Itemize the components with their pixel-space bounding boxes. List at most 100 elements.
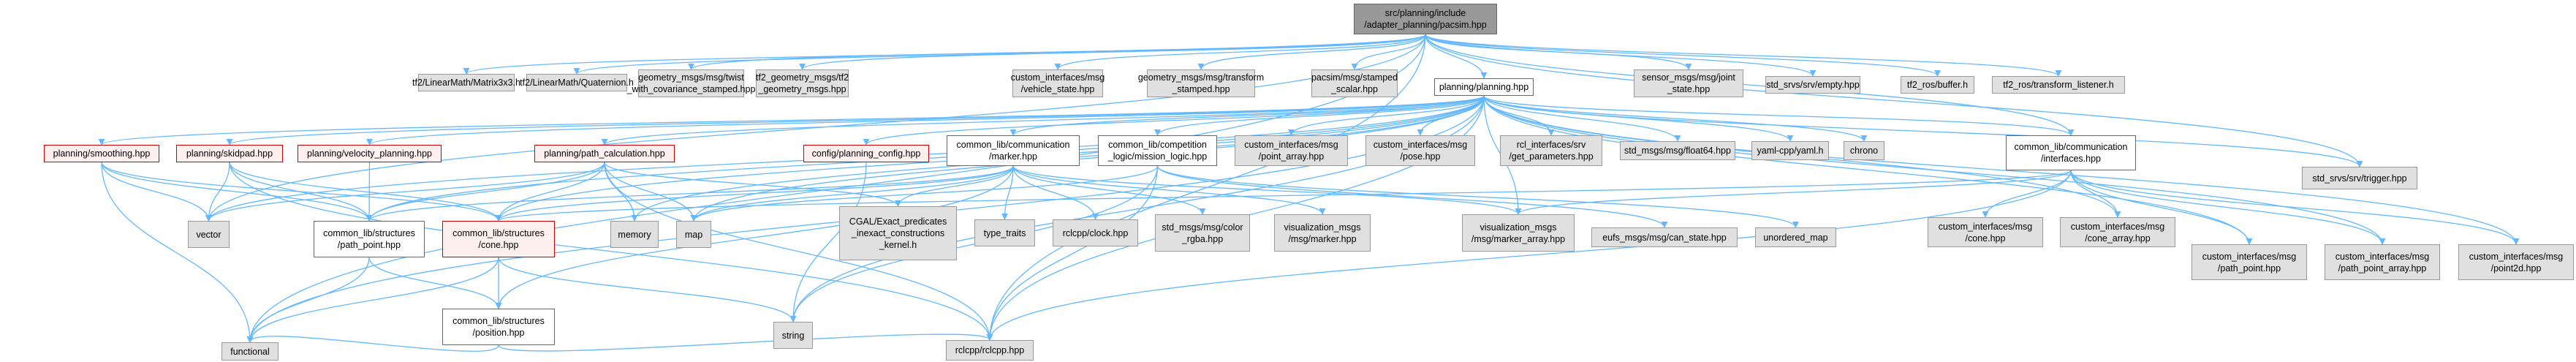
node-stamped-scalar[interactable]: pacsim/msg/stamped _scalar.hpp: [1311, 69, 1398, 97]
edge-path_calculation-to-memory: [604, 162, 638, 222]
node-ci-path-point[interactable]: custom_interfaces/msg /path_point.hpp: [2192, 244, 2307, 280]
edge-planning-to-point_array: [1288, 95, 1485, 136]
edge-interfaces-to-ci_point2d: [2070, 170, 2520, 245]
node-cone-structure[interactable]: common_lib/structures /cone.hpp: [442, 221, 555, 257]
node-skidpad[interactable]: planning/skidpad.hpp: [176, 145, 283, 162]
edge-root-to-empty: [1425, 34, 1817, 77]
node-marker[interactable]: common_lib/communication /marker.hpp: [947, 135, 1080, 166]
edge-planning-to-trigger: [1483, 95, 2363, 167]
node-color-rgba[interactable]: std_msgs/msg/color _rgba.hpp: [1155, 214, 1250, 252]
edge-root-to-interfaces: [1425, 34, 2075, 136]
node-transform-listener[interactable]: tf2_ros/transform_listener.h: [1992, 76, 2125, 94]
edge-planning-to-float64: [1483, 95, 1681, 142]
edge-path_calculation-to-cone: [495, 162, 605, 222]
edge-path_calculation-to-map: [604, 162, 697, 222]
edge-mission_logic-to-rclcpp: [986, 165, 1159, 341]
edge-marker-to-type_traits: [1001, 165, 1014, 220]
node-twist-covariance[interactable]: geometry_msgs/msg/twist _with_covariance…: [627, 69, 755, 97]
node-ci-path-point-array[interactable]: custom_interfaces/msg /path_point_array.…: [2325, 244, 2440, 280]
edge-interfaces-to-marker_array: [1515, 170, 2072, 215]
edge-cone-to-functional: [246, 257, 499, 343]
edge-interfaces-to-rclcpp: [986, 170, 2072, 341]
edge-path_point-to-functional: [246, 257, 370, 343]
edge-interfaces-to-ci_path_point_array: [2070, 170, 2386, 245]
node-unordered-map[interactable]: unordered_map: [1755, 227, 1836, 247]
edge-root-to-transform_stamped: [1197, 34, 1426, 70]
node-cgal[interactable]: CGAL/Exact_predicates _inexact_construct…: [839, 206, 957, 260]
edge-planning-to-marker: [1009, 95, 1485, 136]
node-vector[interactable]: vector: [188, 221, 230, 248]
node-ci-cone[interactable]: custom_interfaces/msg /cone.hpp: [1928, 217, 2043, 247]
node-empty-srv[interactable]: std_srvs/srv/empty.hpp: [1765, 76, 1860, 94]
node-planning[interactable]: planning/planning.hpp: [1434, 78, 1534, 96]
node-get-parameters[interactable]: rcl_interfaces/srv /get_parameters.hpp: [1500, 135, 1602, 166]
node-functional[interactable]: functional: [221, 342, 279, 361]
node-vis-marker[interactable]: visualization_msgs /msg/marker.hpp: [1274, 214, 1371, 252]
node-matrix3x3[interactable]: tf2/LinearMath/Matrix3x3.h: [412, 74, 520, 91]
edge-path_calculation-to-path_point: [365, 162, 605, 222]
node-string[interactable]: string: [773, 322, 813, 349]
edge-planning_config-to-string: [789, 162, 867, 323]
node-rclcpp-clock[interactable]: rclcpp/clock.hpp: [1053, 219, 1138, 246]
edge-planning-to-velocity_planning: [366, 95, 1485, 146]
edge-planning-to-ci_path_point_array: [1483, 95, 2386, 245]
edge-cone-to-string: [498, 257, 797, 323]
edge-root-to-planning: [1425, 34, 1488, 79]
edge-marker-to-path_point: [365, 165, 1014, 222]
node-velocity-planning[interactable]: planning/velocity_planning.hpp: [298, 145, 442, 162]
node-vehicle-state[interactable]: custom_interfaces/msg /vehicle_state.hpp: [1011, 69, 1105, 97]
edge-root-to-transform_listener: [1425, 34, 2062, 77]
edge-skidpad-to-cone: [229, 162, 502, 222]
node-ci-cone-array[interactable]: custom_interfaces/msg /cone_array.hpp: [2060, 217, 2175, 247]
node-ci-point2d[interactable]: custom_interfaces/msg /point2d.hpp: [2458, 244, 2574, 280]
edge-path_point-to-position: [368, 257, 502, 309]
edge-root-to-stamped_scalar: [1351, 34, 1426, 70]
edge-path_calculation-to-vector: [205, 162, 605, 222]
node-planning-config[interactable]: config/planning_config.hpp: [803, 145, 929, 162]
edge-mission_logic-to-unordered_map: [1156, 165, 1799, 228]
edge-planning-to-skidpad: [226, 95, 1485, 146]
edge-path_calculation-to-cgal: [604, 162, 901, 207]
node-rclcpp[interactable]: rclcpp/rclcpp.hpp: [946, 340, 1034, 361]
node-pose[interactable]: custom_interfaces/msg /pose.hpp: [1365, 135, 1475, 166]
edge-root-to-twist_cov: [688, 34, 1426, 70]
node-chrono[interactable]: chrono: [1844, 141, 1884, 160]
edge-interfaces-to-cone: [495, 170, 2072, 222]
edge-marker-to-color_rgba: [1012, 165, 1206, 215]
edge-root-to-trigger: [1425, 34, 2363, 167]
edge-marker-to-cgal: [894, 165, 1014, 207]
node-float64[interactable]: std_msgs/msg/float64.hpp: [1620, 141, 1735, 160]
node-path-point[interactable]: common_lib/structures /path_point.hpp: [314, 221, 425, 257]
edge-marker-to-vis_marker: [1012, 165, 1326, 215]
edge-marker-to-position: [495, 165, 1014, 309]
node-point-array[interactable]: custom_interfaces/msg /point_array.hpp: [1235, 135, 1348, 166]
edge-planning-to-yaml: [1483, 95, 1794, 142]
node-tf2-buffer[interactable]: tf2_ros/buffer.h: [1901, 76, 1974, 94]
node-interfaces[interactable]: common_lib/communication /interfaces.hpp: [2006, 135, 2136, 170]
edge-interfaces-to-ci_cone_array: [2070, 170, 2121, 218]
node-type-traits[interactable]: type_traits: [974, 219, 1035, 246]
node-memory[interactable]: memory: [610, 221, 659, 248]
node-position[interactable]: common_lib/structures /position.hpp: [442, 309, 555, 345]
node-root-pacsim[interactable]: src/planning/include /adapter_planning/p…: [1354, 4, 1497, 34]
edge-position-to-rclcpp: [498, 333, 993, 352]
node-tf2-geometry-msgs[interactable]: tf2_geometry_msgs/tf2 _geometry_msgs.hpp: [756, 69, 849, 97]
edge-mission_logic-to-can_state: [1156, 165, 1668, 228]
node-joint-state[interactable]: sensor_msgs/msg/joint _state.hpp: [1634, 69, 1743, 97]
node-quaternion[interactable]: tf2/LinearMath/Quaternion.h: [520, 74, 634, 91]
edge-mission_logic-to-map: [690, 165, 1159, 222]
node-map[interactable]: map: [676, 221, 711, 248]
node-yaml[interactable]: yaml-cpp/yaml.h: [1751, 141, 1829, 160]
edge-root-to-tf2_geom: [799, 34, 1426, 70]
node-path-calculation[interactable]: planning/path_calculation.hpp: [534, 145, 675, 162]
node-trigger-srv[interactable]: std_srvs/srv/trigger.hpp: [2302, 167, 2417, 189]
node-mission-logic[interactable]: common_lib/competition _logic/mission_lo…: [1098, 135, 1217, 166]
edge-path_calculation-to-rclcpp: [604, 162, 993, 341]
node-smoothing[interactable]: planning/smoothing.hpp: [44, 145, 159, 162]
node-can-state[interactable]: eufs_msgs/msg/can_state.hpp: [1591, 227, 1738, 247]
node-transform-stamped[interactable]: geometry_msgs/msg/transform _stamped.hpp: [1138, 69, 1264, 97]
node-marker-array[interactable]: visualization_msgs /msg/marker_array.hpp: [1462, 214, 1575, 252]
edge-planning-to-path_calculation: [601, 95, 1485, 146]
edge-marker-to-marker_array: [1012, 165, 1522, 215]
edge-planning-to-map: [690, 95, 1485, 222]
